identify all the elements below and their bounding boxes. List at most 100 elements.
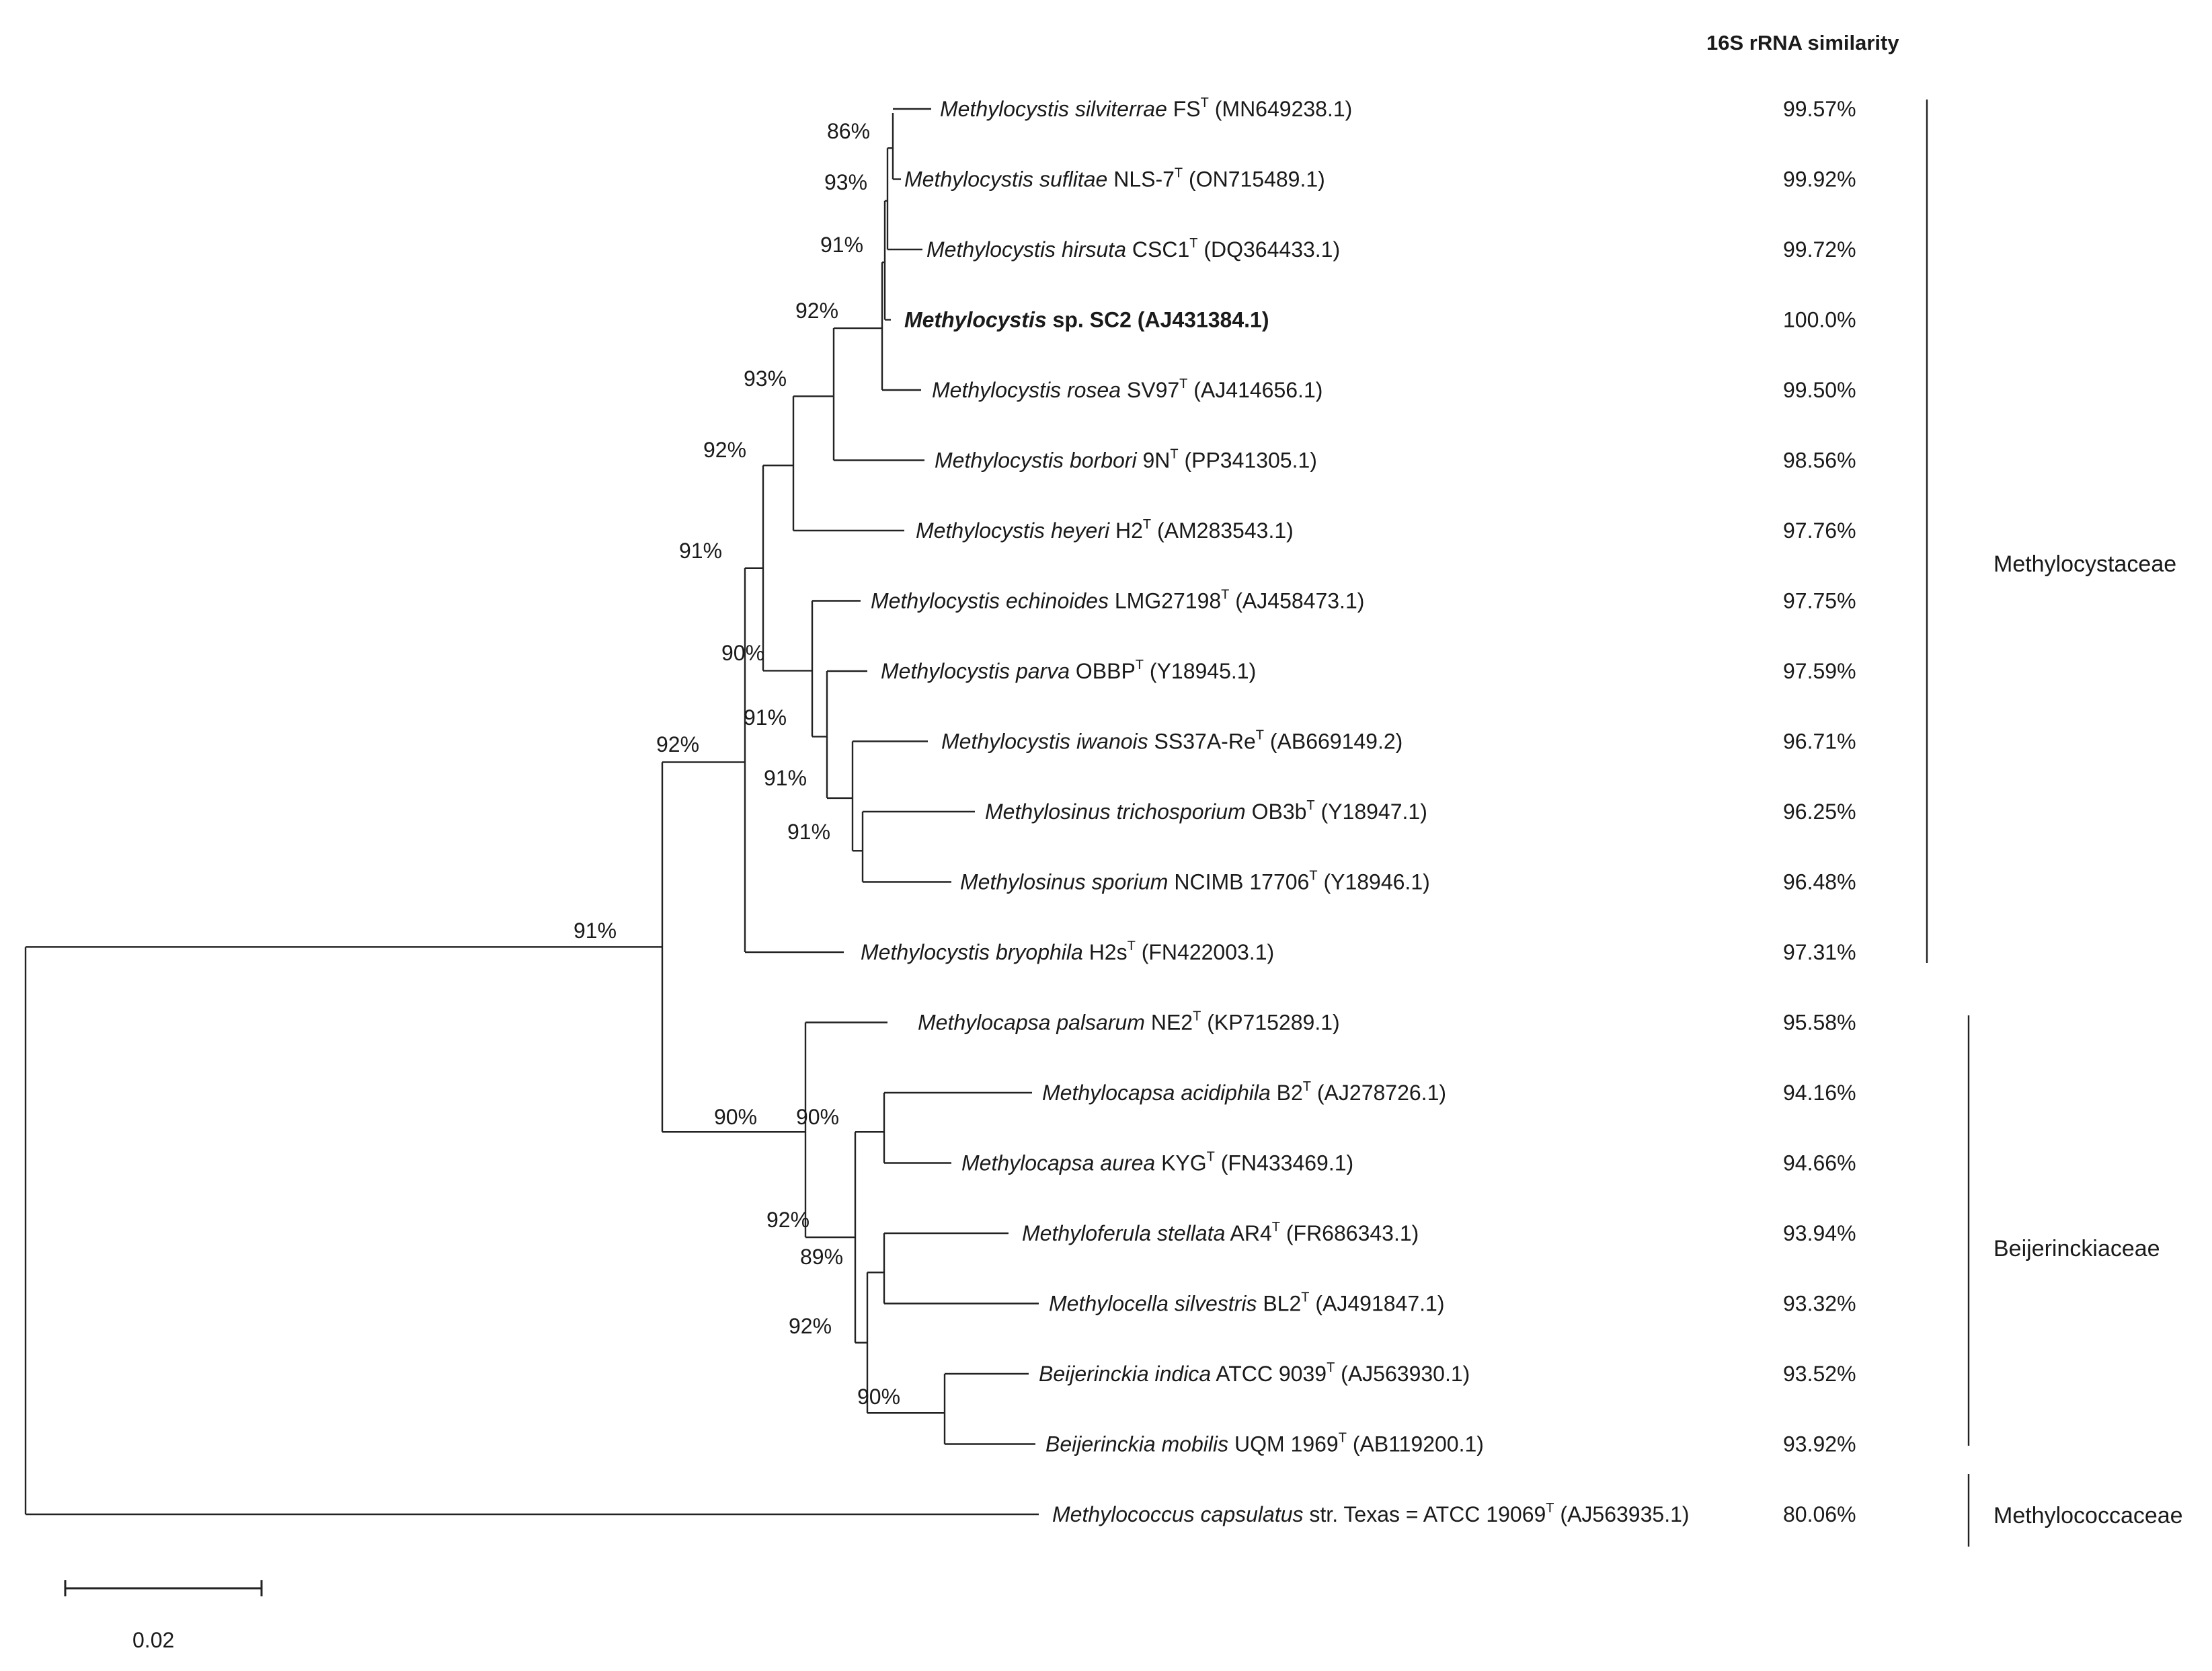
strain-name: NCIMB 17706 [1168,870,1309,894]
type-strain-mark: T [1546,1501,1554,1516]
scale-bar-label: 0.02 [132,1628,174,1652]
bootstrap-value: 93% [744,366,787,391]
strain-name: 9N [1137,449,1171,473]
type-strain-mark: T [1179,377,1187,391]
bootstrap-value: 90% [796,1105,839,1129]
type-strain-mark: T [1303,1079,1311,1094]
species-name: Methylocella silvestris [1049,1292,1257,1316]
similarity-value-parva: 97.59% [1783,659,1856,683]
strain-name: NE2 [1145,1011,1193,1035]
accession-number: (FN433469.1) [1215,1151,1353,1175]
strain-name: BL2 [1257,1292,1301,1316]
bootstrap-value: 93% [824,170,867,194]
type-strain-mark: T [1207,1150,1215,1165]
strain-name: KYG [1155,1151,1206,1175]
type-strain-mark: T [1309,869,1317,884]
similarity-values: 99.57%99.92%99.72%100.0%99.50%98.56%97.7… [1783,97,1856,1526]
species-name: Methylocystis hirsuta [926,237,1126,262]
species-name: Methylocystis heyeri [916,518,1110,543]
species-name: Methylocapsa palsarum [918,1011,1145,1035]
taxon-label-silvestris: Methylocella silvestris BL2T (AJ491847.1… [1049,1290,1444,1316]
similarity-value-sporium: 96.48% [1783,870,1856,894]
taxon-label-sc2: Methylocystis sp. SC2 (AJ431384.1) [904,308,1269,332]
species-name: Methylocystis borbori [935,449,1137,473]
bootstrap-value: 86% [827,119,870,143]
type-strain-mark: T [1327,1360,1335,1375]
strain-name: H2s [1083,940,1128,964]
taxon-label-borbori: Methylocystis borbori 9NT (PP341305.1) [935,447,1317,473]
strain-name: H2 [1109,518,1143,543]
species-name: Methyloferula stellata [1022,1221,1225,1245]
accession-number: (KP715289.1) [1201,1011,1339,1035]
accession-number: (PP341305.1) [1179,449,1317,473]
type-strain-mark: T [1170,447,1178,462]
similarity-value-heyeri: 97.76% [1783,518,1856,543]
similarity-value-bryophila: 97.31% [1783,940,1856,964]
bootstrap-value: 92% [656,732,699,756]
type-strain-mark: T [1272,1220,1280,1235]
strain-name: CSC1 [1126,237,1189,262]
accession-number: (AJ563930.1) [1335,1362,1470,1386]
strain-name: UQM 1969 [1228,1432,1339,1456]
taxon-label-stellata: Methyloferula stellata AR4T (FR686343.1) [1022,1220,1419,1245]
strain-name: B2 [1271,1081,1303,1105]
species-name: Methylocystis iwanois [941,730,1148,754]
type-strain-mark: T [1189,236,1197,251]
scale-bar: 0.02 [64,1580,263,1652]
similarity-value-echinoides: 97.75% [1783,589,1856,613]
taxon-label-echinoides: Methylocystis echinoides LMG27198T (AJ45… [871,588,1364,613]
accession-number: (DQ364433.1) [1197,237,1340,262]
similarity-value-aurea: 94.66% [1783,1151,1856,1175]
bootstrap-value: 90% [857,1385,900,1409]
taxon-label-heyeri: Methylocystis heyeri H2T (AM283543.1) [916,517,1294,543]
similarity-value-rosea: 99.50% [1783,378,1856,402]
taxon-label-hirsuta: Methylocystis hirsuta CSC1T (DQ364433.1) [926,236,1340,262]
accession-number: (ON715489.1) [1183,167,1325,192]
species-name: Methylocystis parva [881,659,1070,683]
type-strain-mark: T [1256,728,1264,743]
species-name: Methylocystis bryophila [861,940,1083,964]
strain-name: OBBP [1070,659,1136,683]
taxon-label-palsarum: Methylocapsa palsarum NE2T (KP715289.1) [918,1009,1340,1035]
similarity-value-stellata: 93.94% [1783,1221,1856,1245]
similarity-column-header: 16S rRNA similarity [1706,31,1899,54]
bootstrap-value: 91% [679,539,722,563]
species-name: Methylosinus sporium [960,870,1168,894]
similarity-value-hirsuta: 99.72% [1783,237,1856,262]
bootstrap-value: 92% [703,438,746,462]
accession-number: (AB119200.1) [1347,1432,1484,1456]
strain-name: OB3b [1246,800,1307,824]
bootstrap-value: 89% [800,1245,843,1269]
accession-number: (FN422003.1) [1136,940,1274,964]
strain-name: ATCC 9039 [1211,1362,1327,1386]
family-label-methylococcaceae: Methylococcaceae [1993,1503,2183,1528]
accession-number: (Y18945.1) [1144,659,1256,683]
type-strain-mark: T [1221,588,1229,603]
taxon-label-mobilis: Beijerinckia mobilis UQM 1969T (AB119200… [1045,1431,1484,1456]
accession-number: (FR686343.1) [1280,1221,1419,1245]
strain-name: SS37A-Re [1148,730,1256,754]
similarity-value-trichosporium: 96.25% [1783,800,1856,824]
bootstrap-value: 92% [789,1314,832,1338]
type-strain-mark: T [1339,1431,1347,1446]
accession-number: (AJ278726.1) [1311,1081,1446,1105]
type-strain-mark: T [1301,1290,1309,1305]
similarity-value-mobilis: 93.92% [1783,1432,1856,1456]
strain-name: SV97 [1121,378,1179,402]
bootstrap-value: 91% [820,233,863,257]
accession-number: (Y18947.1) [1315,800,1427,824]
accession-number: (AM283543.1) [1151,518,1294,543]
species-name: Methylocystis suflitae [904,167,1107,192]
accession-number: (MN649238.1) [1209,97,1352,121]
bootstrap-value: 92% [795,299,838,323]
taxon-label-trichosporium: Methylosinus trichosporium OB3bT (Y18947… [985,798,1427,824]
bootstrap-value: 90% [714,1105,757,1129]
type-strain-mark: T [1306,798,1314,813]
type-strain-mark: T [1193,1009,1201,1024]
species-name: Methylosinus trichosporium [985,800,1246,824]
strain-name: str. Texas = ATCC 19069 [1304,1502,1546,1526]
accession-number: (AJ414656.1) [1187,378,1322,402]
strain-name: AR4 [1225,1221,1271,1245]
taxon-label-bryophila: Methylocystis bryophila H2sT (FN422003.1… [861,939,1274,964]
